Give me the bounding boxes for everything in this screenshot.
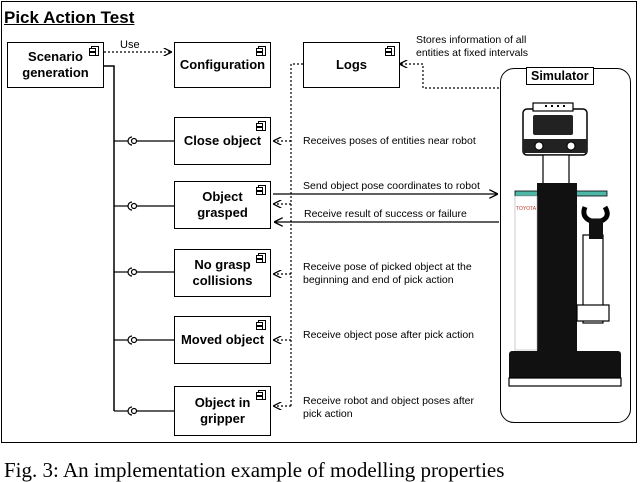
scenario-trunk-line — [104, 65, 115, 411]
component-icon — [256, 121, 266, 131]
component-icon — [256, 253, 266, 263]
moved-object-component[interactable]: Moved object — [174, 316, 271, 364]
toyota-brand-text: TOYOTA — [516, 206, 537, 212]
component-icon — [385, 46, 395, 56]
component-icon — [256, 390, 266, 400]
close-object-component[interactable]: Close object — [174, 117, 271, 165]
robot-icon: TOYOTA — [508, 102, 622, 387]
component-icon — [89, 46, 99, 56]
no-grasp-collisions-component[interactable]: No grasp collisions — [174, 249, 271, 297]
configuration-component[interactable]: Configuration — [174, 42, 271, 88]
send-pose-note: Send object pose coordinates to robot — [303, 180, 480, 192]
use-label: Use — [120, 39, 140, 51]
logs-note: Stores information of all entities at fi… — [416, 34, 529, 59]
close-object-note: Receives poses of entities near robot — [303, 135, 476, 147]
moved-object-note: Receive object pose after pick action — [303, 329, 475, 341]
configuration-label: Configuration — [179, 57, 266, 72]
logs-label: Logs — [335, 57, 368, 72]
diagram-frame — [1, 1, 637, 443]
object-in-gripper-label: Object in gripper — [194, 395, 251, 426]
scenario-generation-label: Scenario generation — [22, 49, 89, 80]
interface-branches — [114, 136, 174, 416]
no-grasp-collisions-label: No grasp collisions — [192, 257, 253, 288]
component-icon — [256, 320, 266, 330]
object-grasped-label: Object grasped — [197, 189, 248, 220]
object-in-gripper-component[interactable]: Object in gripper — [174, 386, 271, 436]
simulator-label: Simulator — [526, 67, 594, 85]
object-grasped-component[interactable]: Object grasped — [174, 181, 271, 229]
component-icon — [256, 185, 266, 195]
logs-dotted-links — [274, 63, 303, 406]
object-in-gripper-note: Receive robot and object poses after pic… — [303, 395, 475, 420]
no-grasp-note: Receive pose of picked object at the beg… — [303, 261, 472, 286]
close-object-label: Close object — [183, 133, 262, 148]
scenario-generation-component[interactable]: Scenario generation — [7, 42, 104, 88]
figure-caption: Fig. 3: An implementation example of mod… — [4, 458, 505, 482]
diagram-title: Pick Action Test — [4, 8, 135, 27]
moved-object-label: Moved object — [180, 332, 265, 347]
component-icon — [256, 46, 266, 56]
logs-component[interactable]: Logs — [303, 42, 400, 88]
receive-result-note: Receive result of success or failure — [304, 208, 467, 220]
